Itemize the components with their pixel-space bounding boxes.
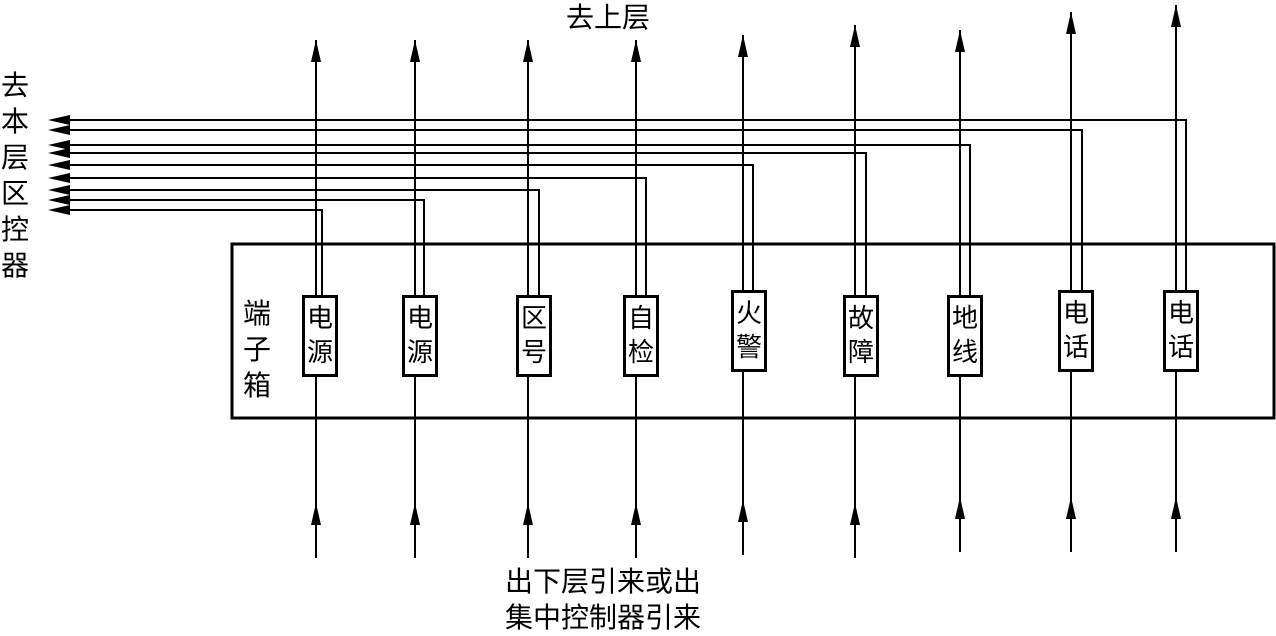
terminal-label: 区号 — [520, 304, 547, 368]
arrow-up-9 — [1171, 5, 1181, 27]
label-terminal-box: 端子箱 — [242, 297, 271, 402]
vertical-wires — [315, 5, 1177, 558]
branch-wire-8 — [52, 129, 1083, 290]
terminal-self-test: 自检 — [623, 295, 659, 377]
arrow-up-3 — [523, 40, 533, 62]
arrow-in-7 — [955, 497, 965, 519]
top-arrows — [311, 5, 1181, 62]
arrow-up-7 — [955, 30, 965, 52]
arrow-left-3 — [48, 185, 70, 195]
branch-wire-3 — [52, 189, 540, 295]
arrow-in-5 — [738, 500, 748, 522]
arrow-left-1 — [48, 205, 70, 215]
terminal-label: 故障 — [847, 304, 874, 368]
arrow-up-8 — [1066, 12, 1076, 34]
arrow-left-5 — [48, 160, 70, 170]
label-to-upper-floor: 去上层 — [566, 1, 651, 34]
arrow-left-2 — [48, 195, 70, 205]
label-from-below-line2: 集中控制器引来 — [505, 601, 702, 634]
arrow-up-5 — [738, 35, 748, 57]
terminal-power-2: 电源 — [402, 295, 438, 377]
arrow-left-6 — [48, 148, 70, 158]
arrow-left-4 — [48, 173, 70, 183]
terminal-power-1: 电源 — [302, 295, 338, 377]
terminal-phone-2: 电话 — [1163, 290, 1199, 372]
branch-wire-2 — [52, 199, 425, 295]
terminal-label: 电话 — [1167, 299, 1194, 363]
arrow-in-6 — [850, 503, 860, 525]
arrow-in-2 — [410, 503, 420, 525]
terminal-label: 电源 — [306, 304, 333, 368]
branch-wire-6 — [52, 152, 867, 295]
left-arrows — [48, 115, 70, 215]
arrow-in-4 — [631, 503, 641, 525]
arrow-up-1 — [311, 40, 321, 62]
arrow-up-6 — [850, 25, 860, 47]
terminal-phone-1: 电话 — [1058, 290, 1094, 372]
terminal-label: 地线 — [951, 304, 978, 368]
bottom-arrows — [311, 497, 1181, 525]
terminal-label: 火警 — [735, 299, 762, 363]
terminal-fault: 故障 — [843, 295, 879, 377]
arrow-in-8 — [1066, 497, 1076, 519]
arrow-left-9 — [48, 115, 70, 125]
branch-wire-4 — [52, 177, 647, 295]
branch-wire-9 — [52, 119, 1187, 290]
label-to-floor-controller: 去本层区控器 — [0, 69, 29, 282]
branch-wires — [52, 119, 1187, 295]
terminal-zone-number: 区号 — [516, 295, 552, 377]
branch-wire-5 — [52, 164, 754, 290]
arrow-in-3 — [523, 503, 533, 525]
label-from-below-line1: 出下层引来或出 — [505, 565, 702, 598]
terminal-label: 电话 — [1062, 299, 1089, 363]
arrow-up-4 — [631, 40, 641, 62]
branch-wire-1 — [52, 209, 323, 295]
terminal-ground: 地线 — [947, 295, 983, 377]
terminal-label: 电源 — [406, 304, 433, 368]
arrow-left-8 — [48, 125, 70, 135]
branch-wire-7 — [52, 144, 971, 295]
arrow-in-1 — [311, 503, 321, 525]
terminal-fire-alarm: 火警 — [731, 290, 767, 372]
arrow-in-9 — [1171, 497, 1181, 519]
arrow-left-7 — [48, 140, 70, 150]
terminal-label: 自检 — [627, 304, 654, 368]
arrow-up-2 — [410, 40, 420, 62]
